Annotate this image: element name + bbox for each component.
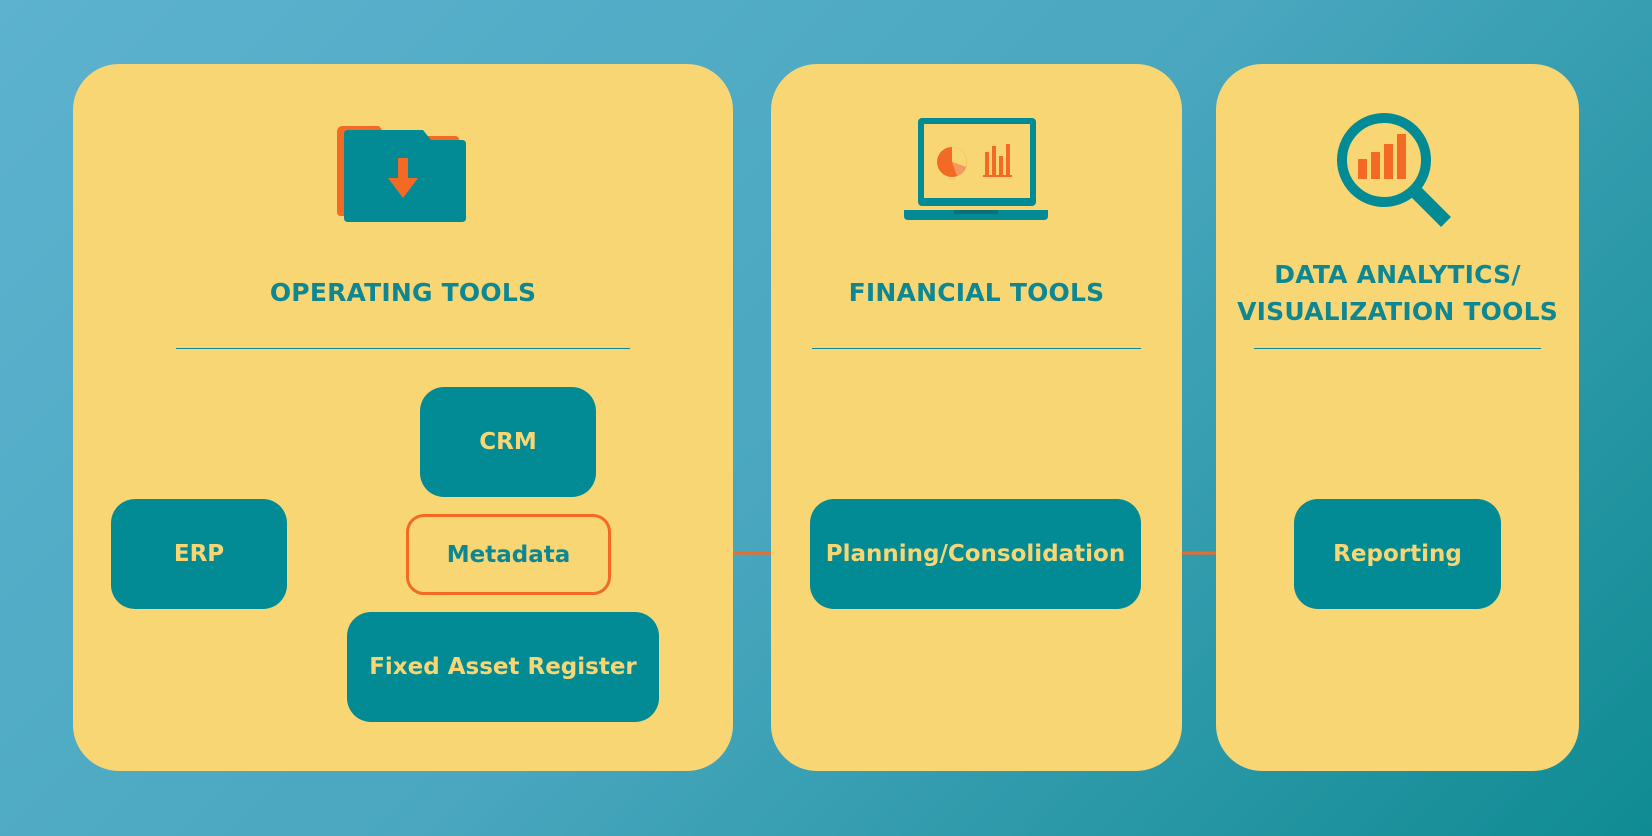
reporting-node[interactable]: Reporting	[1294, 499, 1501, 609]
operating-tools-divider	[176, 348, 630, 349]
laptop-chart-icon	[904, 118, 1048, 220]
operating-tools-title: OPERATING TOOLS	[269, 278, 537, 307]
financial-tools-title: FINANCIAL TOOLS	[848, 278, 1105, 307]
analytics-tools-panel: DATA ANALYTICS/ VISUALIZATION TOOLS	[1216, 64, 1579, 771]
crm-node[interactable]: CRM	[420, 387, 596, 497]
metadata-node[interactable]: Metadata	[406, 514, 611, 595]
fixed-asset-register-node[interactable]: Fixed Asset Register	[347, 612, 659, 722]
planning-consolidation-node[interactable]: Planning/Consolidation	[810, 499, 1141, 609]
erp-node[interactable]: ERP	[111, 499, 287, 609]
analytics-tools-divider	[1254, 348, 1541, 349]
folder-download-icon	[337, 126, 466, 222]
analytics-tools-title: DATA ANALYTICS/ VISUALIZATION TOOLS	[1237, 260, 1558, 326]
magnifier-chart-icon	[1337, 113, 1451, 227]
financial-tools-divider	[812, 348, 1141, 349]
financial-tools-panel: FINANCIAL TOOLS	[771, 64, 1182, 771]
